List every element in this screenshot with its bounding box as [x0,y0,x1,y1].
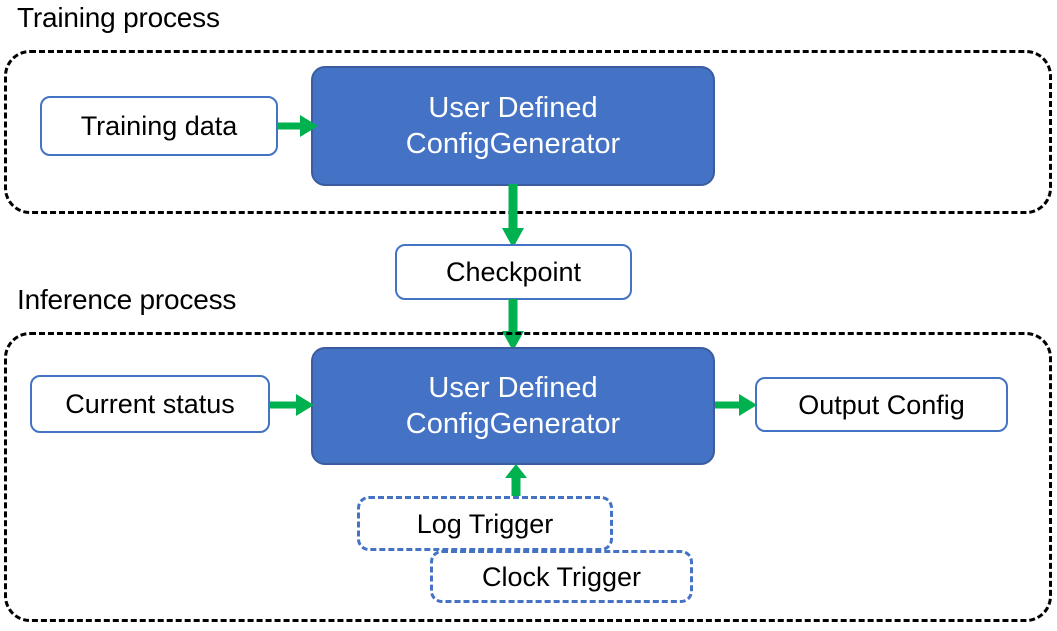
training-config-generator-box[interactable]: User Defined ConfigGenerator [311,66,715,186]
output-config-box[interactable]: Output Config [755,377,1008,432]
inference-generator-line1: User Defined [428,372,598,404]
inference-config-generator-box[interactable]: User Defined ConfigGenerator [311,347,715,465]
inference-process-container [4,332,1052,622]
training-process-title: Training process [17,2,220,33]
inference-generator-line2: ConfigGenerator [405,408,621,440]
arrow-generator-to-output-config [715,394,757,416]
arrow-training-data-to-generator [278,115,318,137]
current-status-box[interactable]: Current status [30,375,270,433]
clock-trigger-box[interactable]: Clock Trigger [430,550,693,603]
arrow-checkpoint-to-inference-generator [502,299,524,351]
training-data-box[interactable]: Training data [40,96,278,156]
arrow-generator-to-checkpoint [502,184,524,248]
log-trigger-box[interactable]: Log Trigger [357,496,613,551]
training-generator-line2: ConfigGenerator [405,128,621,160]
training-generator-line1: User Defined [428,92,598,124]
inference-process-title: Inference process [17,284,237,315]
checkpoint-box[interactable]: Checkpoint [395,244,632,300]
training-process-container [4,50,1052,214]
arrow-current-status-to-generator [270,394,314,416]
